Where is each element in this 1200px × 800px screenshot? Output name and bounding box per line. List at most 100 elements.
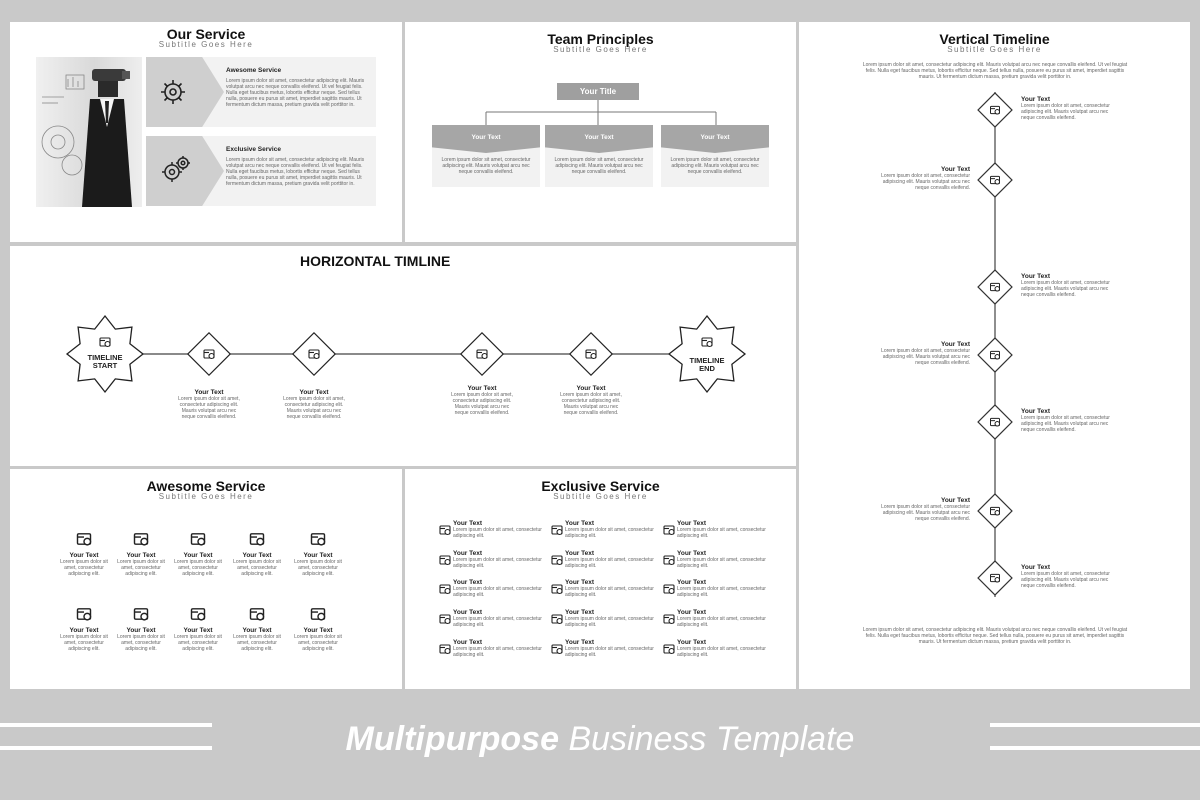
timeline-item-title: Your Text	[940, 166, 970, 173]
hammer-icon-glyph	[551, 555, 563, 566]
excavator-icon	[551, 614, 563, 625]
drill-icon-glyph	[439, 584, 451, 595]
timeline-item-title: Your Text	[1021, 96, 1051, 103]
saw-icon-glyph	[551, 584, 563, 595]
slide-vertical-timeline[interactable]: Vertical Timeline Subtitle Goes Here Lor…	[799, 22, 1190, 689]
swatch-icon-glyph	[310, 533, 326, 546]
org-box-label: Your Text	[661, 125, 769, 153]
service-item-title: Your Text	[677, 550, 707, 557]
slide-our-service[interactable]: Our Service Subtitle Goes Here Awesome S…	[10, 22, 402, 242]
timeline-item-title: Your Text	[1021, 273, 1051, 280]
nodes-icon-glyph	[190, 608, 206, 621]
service-item-text: Lorem ipsum dolor sit amet, consectetur …	[174, 559, 222, 577]
service-item-text: Lorem ipsum dolor sit amet, consectetur …	[677, 586, 766, 598]
slide-subtitle: Subtitle Goes Here	[553, 492, 648, 501]
service-item-text: Lorem ipsum dolor sit amet, consectetur …	[453, 557, 542, 569]
service-item-title: Your Text	[69, 552, 99, 559]
folder-settings-icon	[476, 349, 488, 360]
service-item-text: Lorem ipsum dolor sit amet, consectetur …	[294, 559, 342, 577]
settings-icon	[990, 105, 1000, 115]
service-item-text: Lorem ipsum dolor sit amet, consectetur …	[117, 634, 165, 652]
swatch-icon	[310, 533, 326, 546]
service-item-text: Lorem ipsum dolor sit amet, consectetur …	[117, 559, 165, 577]
artboard-icon	[249, 608, 265, 621]
timeline-item-text: Lorem ipsum dolor sit amet, consectetur …	[1021, 280, 1110, 298]
service-item-text: Lorem ipsum dolor sit amet, consectetur …	[677, 527, 766, 539]
slide-exclusive-service[interactable]: Exclusive Service Subtitle Goes Here You…	[405, 469, 796, 689]
slide-title: Vertical Timeline	[939, 31, 1050, 47]
worker-icon	[663, 525, 675, 536]
timeline-start-badge	[65, 314, 145, 394]
slide-subtitle: Subtitle Goes Here	[158, 492, 254, 501]
folder-lock-icon	[203, 349, 215, 360]
slide-team-principles[interactable]: Team Principles Subtitle Goes Here Your …	[405, 22, 796, 242]
cone-icon	[551, 644, 563, 655]
timeline-diamond	[291, 331, 337, 377]
timeline-item-text: Lorem ipsum dolor sit amet, consectetur …	[881, 173, 970, 191]
service-item-title: Your Text	[565, 639, 595, 646]
paint-roller-icon-glyph	[190, 533, 206, 546]
timeline-item-text: Lorem ipsum dolor sit amet, consectetur …	[1021, 415, 1110, 433]
drill-icon-glyph	[663, 584, 675, 595]
org-box-label: Your Text	[432, 125, 540, 153]
timeline-item-text: Lorem ipsum dolor sit amet, consectetur …	[560, 392, 622, 416]
timeline-item-text: Lorem ipsum dolor sit amet, consectetur …	[881, 348, 970, 366]
service-item-text: Lorem ipsum dolor sit amet, consectetur …	[294, 634, 342, 652]
service-item-text: Lorem ipsum dolor sit amet, consectetur …	[174, 634, 222, 652]
service-item-title: Your Text	[565, 520, 595, 527]
service-item-title: Your Text	[242, 627, 272, 634]
timeline-start-label: TIMELINE START	[87, 353, 123, 370]
brick-icon	[663, 644, 675, 655]
service-item-title: Your Text	[183, 552, 213, 559]
timeline-item-text: Lorem ipsum dolor sit amet, consectetur …	[178, 396, 240, 420]
marker-icon	[249, 533, 265, 546]
brick-icon-glyph	[663, 644, 675, 655]
banner-bar-right-1	[990, 723, 1200, 727]
org-box-text: Lorem ipsum dolor sit amet, consectetur …	[441, 157, 531, 175]
businessman-photo	[36, 57, 142, 207]
service-item-title: Your Text	[303, 552, 333, 559]
saw-icon	[551, 584, 563, 595]
service-row-exclusive: Exclusive Service Lorem ipsum dolor sit …	[146, 136, 376, 206]
service-item-text: Lorem ipsum dolor sit amet, consectetur …	[565, 586, 654, 598]
slide-title: Our Service	[166, 26, 246, 42]
service-item-title: Your Text	[677, 609, 707, 616]
service-description: Lorem ipsum dolor sit amet, consectetur …	[226, 157, 365, 187]
service-item-text: Lorem ipsum dolor sit amet, consectetur …	[677, 646, 766, 658]
slide-awesome-service[interactable]: Awesome Service Subtitle Goes Here Your …	[10, 469, 402, 689]
timeline-item-title: Your Text	[576, 385, 606, 392]
worker-icon-glyph	[663, 525, 675, 536]
fence-icon	[663, 555, 675, 566]
shovel-icon-glyph	[551, 525, 563, 536]
businessman-illustration	[41, 69, 132, 207]
service-item-text: Lorem ipsum dolor sit amet, consectetur …	[565, 616, 654, 628]
spray-icon-glyph	[133, 533, 149, 546]
horizontal-timeline-graphic	[65, 314, 747, 394]
marker-icon-glyph	[249, 533, 265, 546]
timeline-end-badge	[667, 314, 747, 394]
gears-icon	[162, 156, 190, 182]
service-item-title: Your Text	[126, 627, 156, 634]
org-box-text: Lorem ipsum dolor sit amet, consectetur …	[554, 157, 644, 175]
service-item-title: Your Text	[565, 609, 595, 616]
outro-paragraph: Lorem ipsum dolor sit amet, consectetur …	[862, 627, 1128, 645]
